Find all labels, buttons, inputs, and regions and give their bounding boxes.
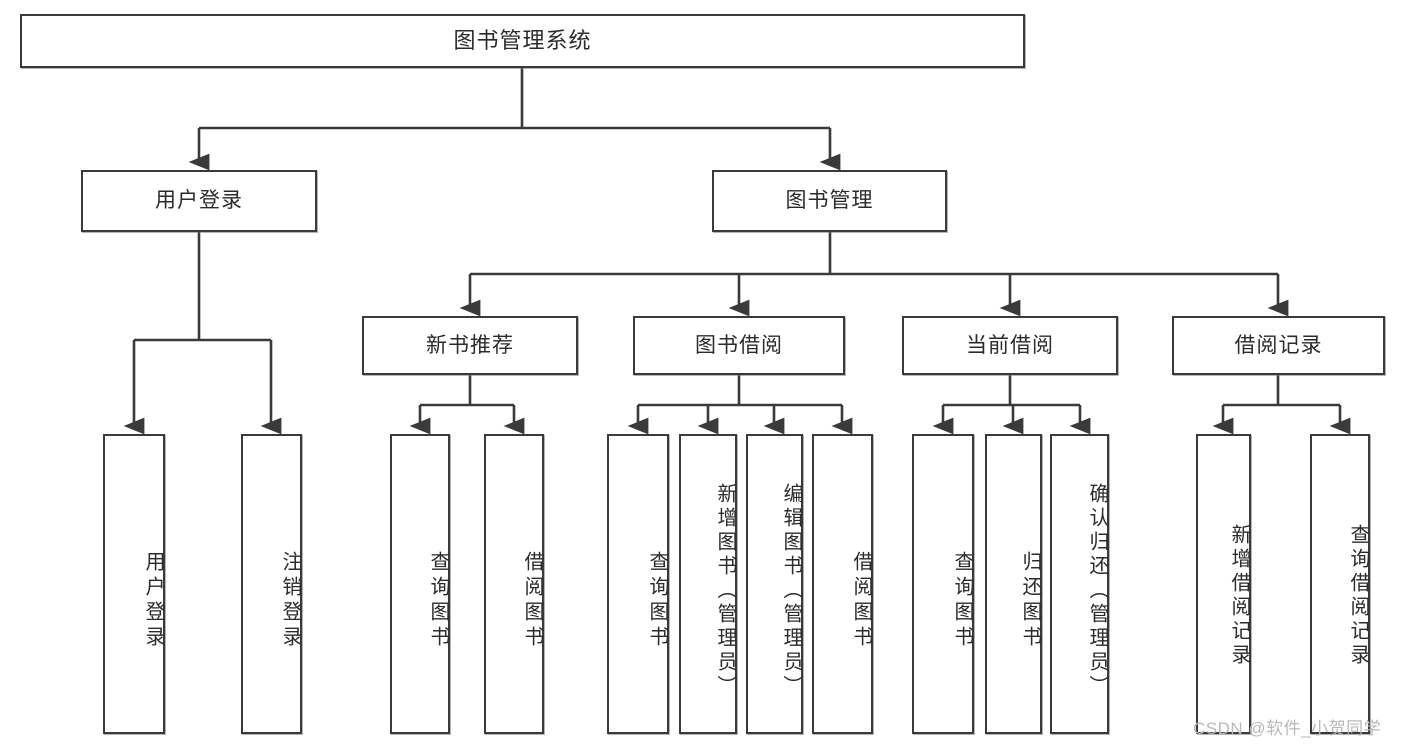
leaf-query-book-1-label: 查询图书 <box>427 551 449 651</box>
leaf-return-book-label: 归还图书 <box>1019 551 1041 651</box>
node-user-login[interactable]: 用户登录 <box>81 170 317 232</box>
watermark: CSDN @软件_小贺同学 <box>1193 719 1382 738</box>
leaf-query-record[interactable]: 查询借阅记录 <box>1310 434 1370 734</box>
node-borrow-record-label: 借阅记录 <box>1234 333 1323 357</box>
node-borrow-record[interactable]: 借阅记录 <box>1172 316 1385 375</box>
node-book-manage[interactable]: 图书管理 <box>712 170 947 232</box>
leaf-borrow-book-1-label: 借阅图书 <box>521 551 543 651</box>
leaf-add-book[interactable]: 新增图书（管理员） <box>679 434 737 734</box>
leaf-edit-book[interactable]: 编辑图书（管理员） <box>746 434 803 734</box>
leaf-return-book[interactable]: 归还图书 <box>985 434 1042 734</box>
leaf-add-record[interactable]: 新增借阅记录 <box>1196 434 1251 734</box>
leaf-borrow-book-2[interactable]: 借阅图书 <box>812 434 873 734</box>
node-book-borrow[interactable]: 图书借阅 <box>633 316 845 375</box>
node-root[interactable]: 图书管理系统 <box>20 14 1025 68</box>
leaf-confirm-return[interactable]: 确认归还（管理员） <box>1050 434 1109 734</box>
leaf-add-record-label: 新增借阅记录 <box>1228 524 1250 668</box>
leaf-user-login-label: 用户登录 <box>142 551 164 651</box>
node-current-borrow-label: 当前借阅 <box>966 333 1054 357</box>
leaf-add-book-label: 新增图书（管理员） <box>714 483 736 699</box>
node-new-book-rec-label: 新书推荐 <box>426 333 514 357</box>
node-user-login-label: 用户登录 <box>155 189 243 213</box>
leaf-logout[interactable]: 注销登录 <box>241 434 302 734</box>
node-root-label: 图书管理系统 <box>453 27 592 53</box>
leaf-query-book-1[interactable]: 查询图书 <box>390 434 450 734</box>
leaf-query-book-2-label: 查询图书 <box>646 551 668 651</box>
node-book-manage-label: 图书管理 <box>785 189 874 213</box>
leaf-edit-book-label: 编辑图书（管理员） <box>780 483 802 699</box>
leaf-query-book-3[interactable]: 查询图书 <box>912 434 974 734</box>
leaf-query-book-3-label: 查询图书 <box>951 551 973 651</box>
leaf-borrow-book-1[interactable]: 借阅图书 <box>484 434 544 734</box>
leaf-logout-label: 注销登录 <box>279 551 301 651</box>
node-book-borrow-label: 图书借阅 <box>695 333 783 357</box>
leaf-confirm-return-label: 确认归还（管理员） <box>1086 483 1108 699</box>
leaf-query-record-label: 查询借阅记录 <box>1347 524 1369 668</box>
leaf-user-login[interactable]: 用户登录 <box>103 434 165 734</box>
node-current-borrow[interactable]: 当前借阅 <box>902 316 1118 375</box>
node-new-book-rec[interactable]: 新书推荐 <box>362 316 578 375</box>
leaf-query-book-2[interactable]: 查询图书 <box>607 434 669 734</box>
leaf-borrow-book-2-label: 借阅图书 <box>850 551 872 651</box>
